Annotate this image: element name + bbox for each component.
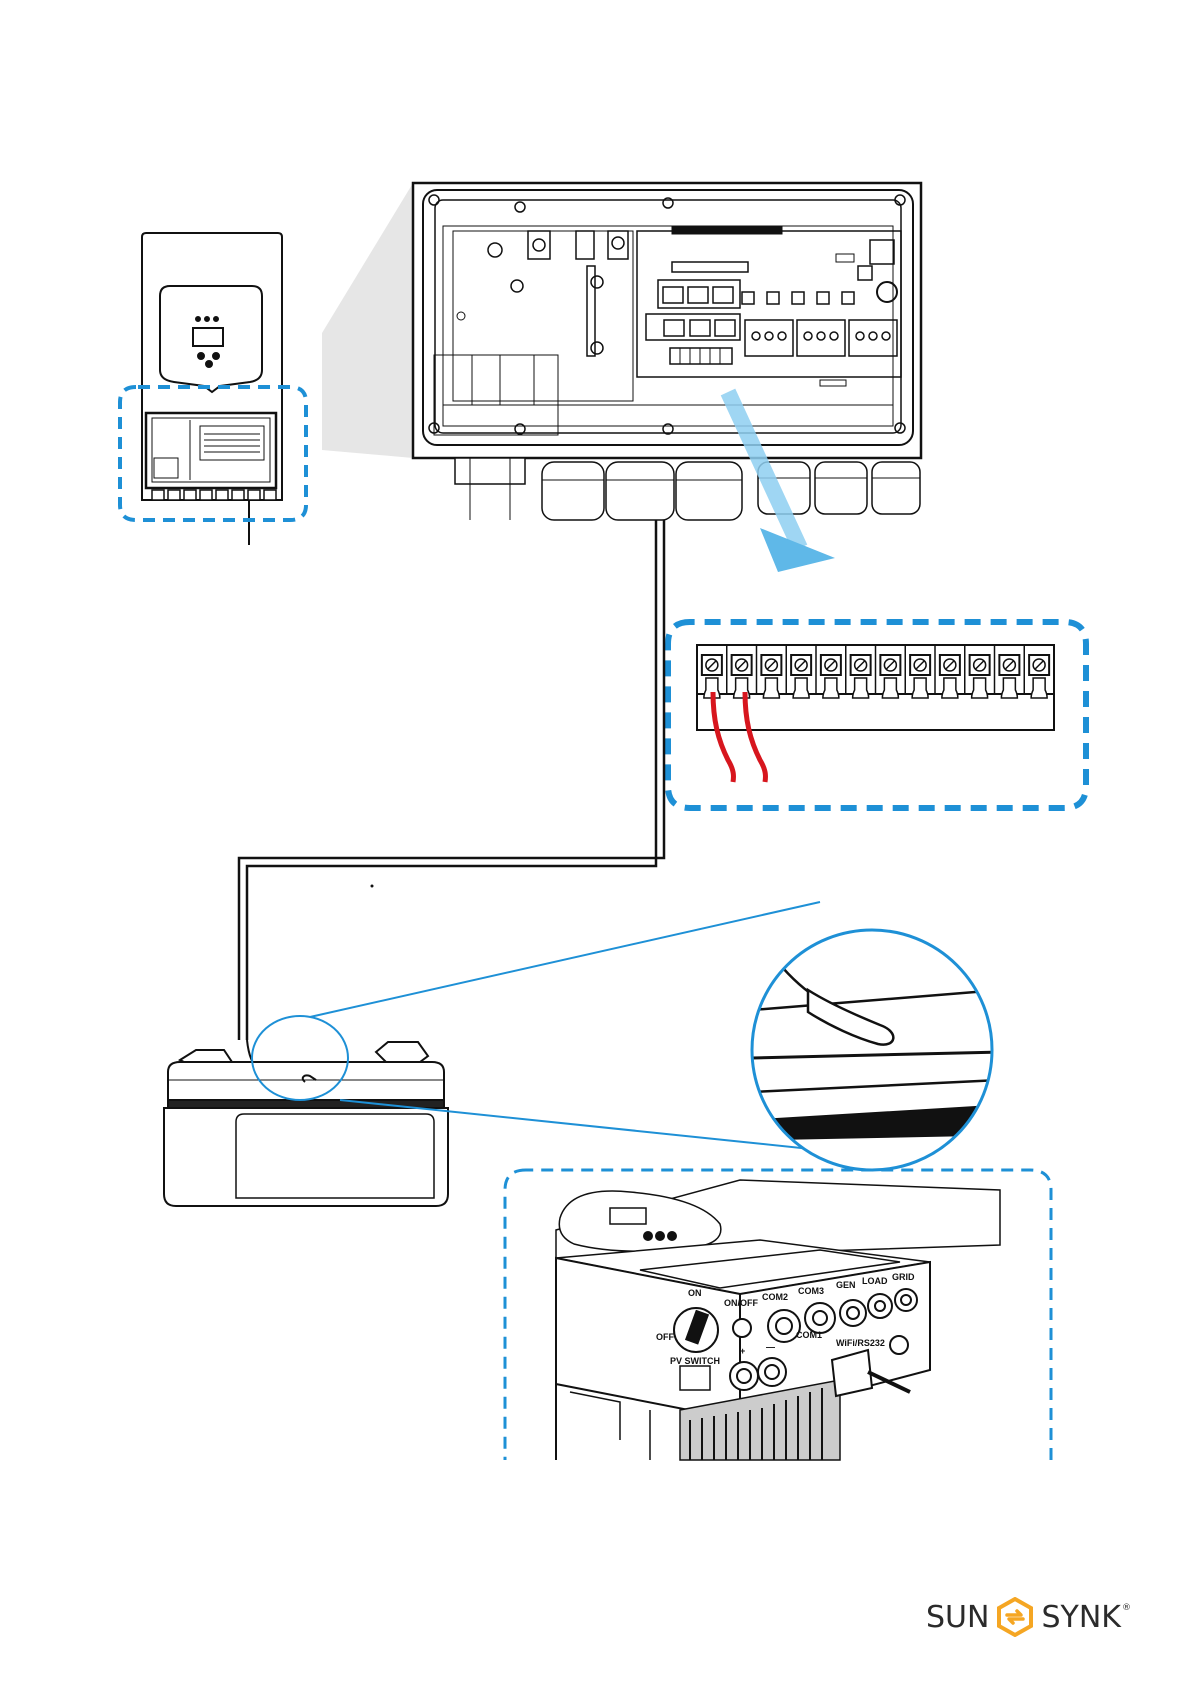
registered-mark: ®: [1122, 1603, 1131, 1613]
brand-name-right: SYNK: [1041, 1600, 1120, 1635]
switch-off-label: OFF: [656, 1332, 674, 1342]
sensor-cable: [247, 520, 656, 1040]
pv-switch-label: PV SWITCH: [670, 1356, 720, 1366]
minus-label: —: [766, 1342, 775, 1352]
com3-label: COM3: [798, 1286, 824, 1296]
inverter-bottom-view: [556, 1180, 1000, 1460]
zoom-projection: [322, 183, 413, 458]
com2-label: COM2: [762, 1292, 788, 1302]
on-off-label: ON/OFF: [724, 1298, 758, 1308]
gen-label: GEN: [836, 1280, 856, 1290]
wifi-rs232-label: WiFi/RS232: [836, 1338, 885, 1348]
plus-label: +: [740, 1346, 745, 1356]
grid-label: GRID: [892, 1272, 915, 1282]
sunsynk-logo: SUN SYNK ®: [926, 1597, 1131, 1637]
brand-name-left: SUN: [926, 1600, 989, 1635]
load-label: LOAD: [862, 1276, 888, 1286]
sunsynk-arrows-logo-icon: [995, 1597, 1035, 1637]
switch-on-label: ON: [688, 1288, 702, 1298]
sensor-zoom-detail: [752, 930, 1000, 1170]
inverter-wiring-compartment: [413, 183, 921, 520]
com1-label: COM1: [796, 1330, 822, 1340]
battery: [164, 1042, 448, 1206]
